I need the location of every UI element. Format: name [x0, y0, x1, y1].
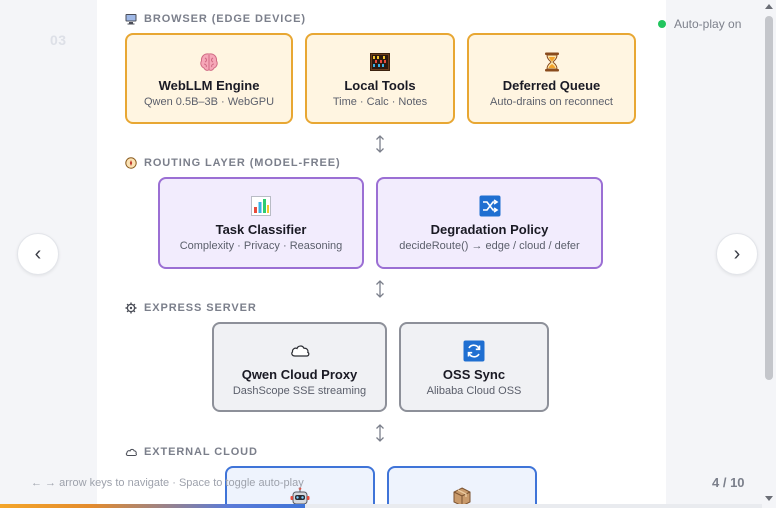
scroll-down-arrow-icon[interactable] — [765, 496, 773, 501]
slide-counter: 4 / 10 — [712, 475, 745, 490]
vertical-scrollbar[interactable] — [762, 0, 776, 508]
card-subtitle: DashScope SSE streaming — [232, 385, 367, 397]
layer-label-browser: BROWSER (EDGE DEVICE) — [125, 13, 306, 25]
progress-bar — [0, 504, 762, 508]
slide-number: 03 — [50, 32, 67, 48]
gear-icon — [125, 302, 137, 314]
card-subtitle: Qwen 0.5B–3B · WebGPU — [143, 96, 275, 108]
card-title: Local Tools — [344, 78, 416, 93]
bar-chart-icon — [251, 196, 271, 216]
card-external-model[interactable] — [225, 466, 375, 508]
card-title: OSS Sync — [442, 367, 506, 382]
layer-label-external: EXTERNAL CLOUD — [125, 446, 258, 458]
next-slide-button[interactable]: › — [716, 233, 758, 275]
card-title: WebLLM Engine — [158, 78, 260, 93]
abacus-icon — [370, 53, 390, 71]
brain-icon — [200, 53, 218, 71]
card-qwen-cloud-proxy[interactable]: Qwen Cloud Proxy DashScope SSE streaming — [212, 322, 387, 412]
autoplay-indicator[interactable]: Auto-play on — [658, 17, 741, 31]
cloud-outline-icon — [125, 448, 137, 456]
card-local-tools[interactable]: Local Tools Time · Calc · Notes — [305, 33, 455, 124]
monitor-icon — [125, 14, 137, 25]
card-deferred-queue[interactable]: Deferred Queue Auto-drains on reconnect — [467, 33, 636, 124]
compass-icon — [125, 157, 137, 169]
layer-label-routing: ROUTING LAYER (MODEL-FREE) — [125, 157, 341, 169]
card-title: Qwen Cloud Proxy — [241, 367, 358, 382]
scroll-up-arrow-icon[interactable] — [765, 4, 773, 9]
card-subtitle: Auto-drains on reconnect — [490, 96, 613, 108]
card-subtitle: Alibaba Cloud OSS — [426, 385, 522, 397]
progress-fill — [0, 504, 305, 508]
card-task-classifier[interactable]: Task Classifier Complexity · Privacy · R… — [158, 177, 364, 269]
connector-arrow-icon — [376, 424, 384, 442]
prev-slide-button[interactable]: ‹ — [17, 233, 59, 275]
connector-arrow-icon — [376, 280, 384, 298]
card-title: Degradation Policy — [430, 222, 549, 237]
card-subtitle: Time · Calc · Notes — [332, 96, 428, 108]
hourglass-icon — [544, 52, 559, 72]
card-webllm-engine[interactable]: WebLLM Engine Qwen 0.5B–3B · WebGPU — [125, 33, 293, 124]
card-subtitle: decideRoute() → edge / cloud / defer — [399, 240, 580, 252]
keyboard-hint: ← → arrow keys to navigate · Space to to… — [31, 477, 304, 489]
card-degradation-policy[interactable]: Degradation Policy decideRoute() → edge … — [376, 177, 603, 269]
architecture-slide: BROWSER (EDGE DEVICE) WebLLM Engine Qwen… — [97, 0, 666, 508]
cloud-icon — [290, 345, 309, 357]
scrollbar-thumb[interactable] — [765, 16, 773, 380]
autoplay-status-dot — [658, 20, 666, 28]
card-title: Deferred Queue — [502, 78, 601, 93]
connector-arrow-icon — [376, 135, 384, 153]
card-oss-sync[interactable]: OSS Sync Alibaba Cloud OSS — [399, 322, 549, 412]
autoplay-label: Auto-play on — [674, 17, 742, 31]
card-title: Task Classifier — [215, 222, 307, 237]
robot-icon — [290, 487, 310, 505]
card-external-storage[interactable] — [387, 466, 537, 508]
sync-icon — [463, 340, 485, 362]
shuffle-icon — [479, 195, 500, 217]
card-subtitle: Complexity · Privacy · Reasoning — [179, 240, 343, 252]
layer-label-server: EXPRESS SERVER — [125, 302, 257, 314]
